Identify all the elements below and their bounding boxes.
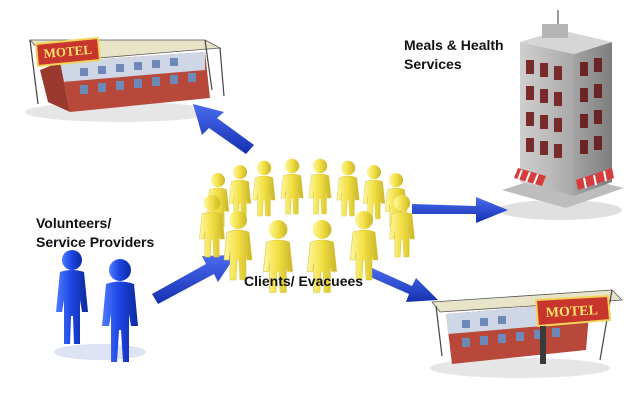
person-icon [224,211,252,280]
meals-health-label: Meals & Health Services [404,36,504,74]
person-icon [281,159,303,214]
motel-sign-text: MOTEL [545,303,598,321]
hotel-building-icon [498,10,624,220]
arrow-from-volunteers [152,255,236,304]
person-icon [56,250,88,344]
person-icon [363,165,385,219]
person-icon [337,161,359,216]
arrow-to-motel-top [193,104,254,154]
volunteer-figures [54,250,146,362]
motel-icon: MOTEL [430,290,622,378]
arrow-to-motel-bottom [368,268,438,302]
person-icon [309,159,331,214]
person-icon [253,161,275,216]
person-icon [229,165,251,219]
volunteers-label: Volunteers/ Service Providers [36,214,154,252]
clients-label: Clients/ Evacuees [244,272,363,291]
arrow-to-services [412,197,508,223]
motel-icon: MOTEL [25,38,224,122]
